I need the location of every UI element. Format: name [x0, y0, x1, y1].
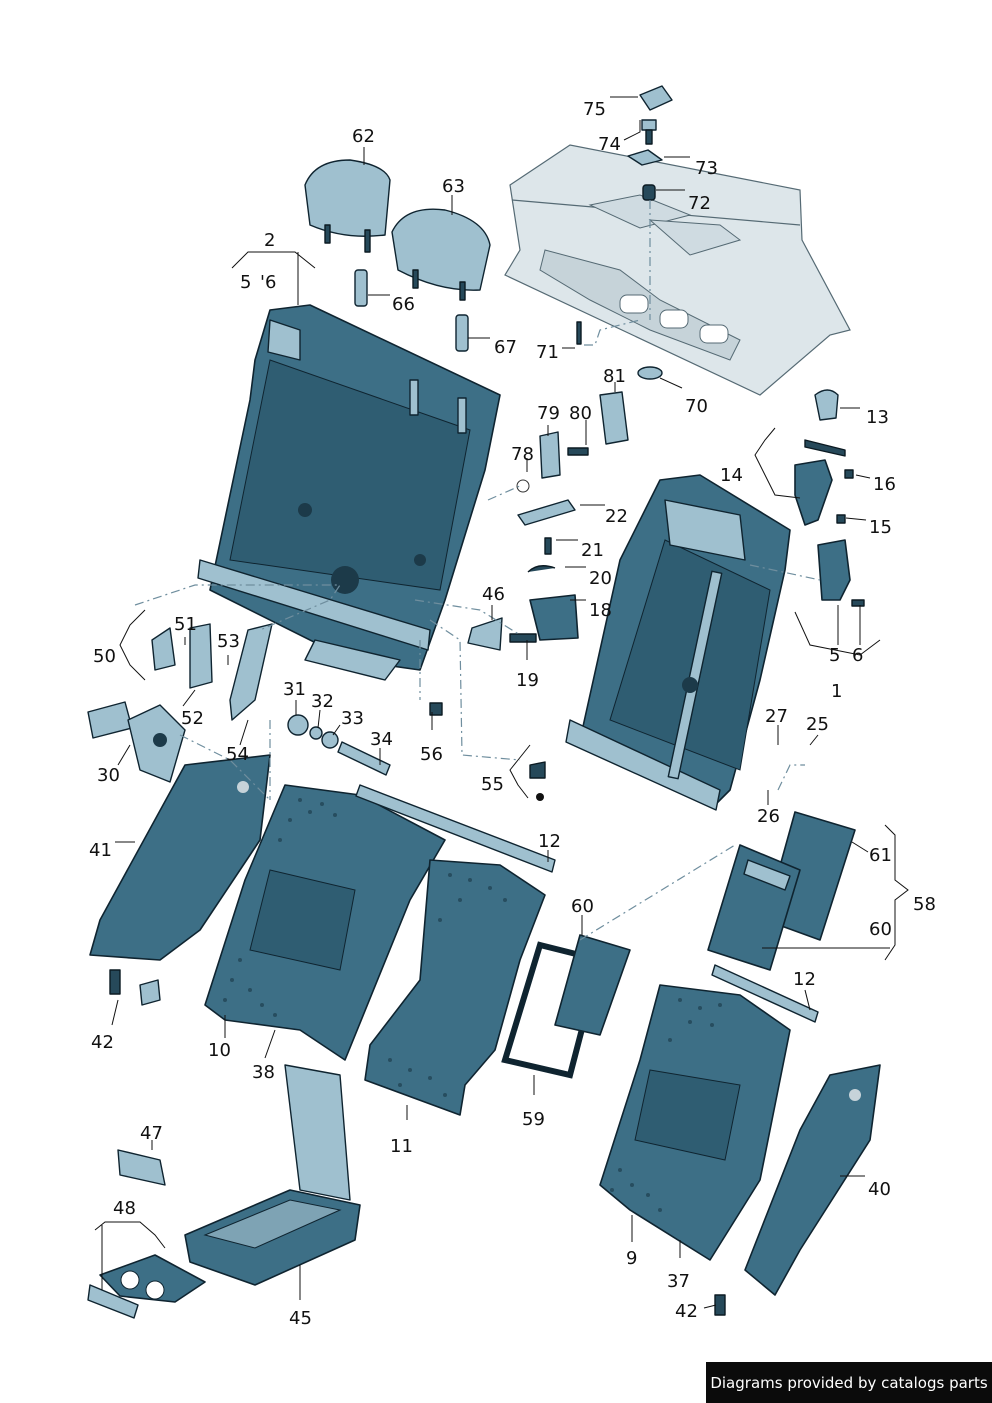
callout-27: 27	[765, 706, 788, 727]
callout-73: 73	[695, 158, 718, 179]
callout-15: 15	[869, 517, 892, 538]
callout-53: 53	[217, 631, 240, 652]
callout-12: 12	[538, 831, 561, 852]
callout-50: 50	[93, 646, 116, 667]
callout-60-right: 60	[869, 919, 892, 940]
callout-71: 71	[536, 342, 559, 363]
callout-74: 74	[598, 134, 621, 155]
callout-60: 60	[571, 896, 594, 917]
callout-58: 58	[913, 894, 936, 915]
callout-54: 54	[226, 744, 249, 765]
callout-45: 45	[289, 1308, 312, 1329]
callout-42-right: 42	[675, 1301, 698, 1322]
callout-75: 75	[583, 99, 606, 120]
callout-78: 78	[511, 444, 534, 465]
callout-59: 59	[522, 1109, 545, 1130]
callout-52: 52	[181, 708, 204, 729]
callout-22: 22	[605, 506, 628, 527]
callout-33: 33	[341, 708, 364, 729]
callout-46: 46	[482, 584, 505, 605]
callout-55: 55	[481, 774, 504, 795]
callout-32: 32	[311, 691, 334, 712]
center-small-parts	[429, 391, 629, 801]
armrest	[87, 1064, 361, 1319]
callout-5: 5	[240, 272, 251, 293]
passthrough-frame	[501, 934, 631, 1079]
callout-67: 67	[494, 337, 517, 358]
callout-6-right: 6	[852, 645, 863, 666]
callout-47: 47	[140, 1123, 163, 1144]
headrest-left	[304, 159, 391, 307]
callout-25: 25	[806, 714, 829, 735]
callout-9: 9	[626, 1248, 637, 1269]
callout-2: 2	[264, 230, 275, 251]
callout-16: 16	[873, 474, 896, 495]
callout-20: 20	[589, 568, 612, 589]
callout-61: 61	[869, 845, 892, 866]
callout-10: 10	[208, 1040, 231, 1061]
ski-bag	[707, 811, 856, 971]
callout-40: 40	[868, 1179, 891, 1200]
shelf-fasteners	[576, 85, 673, 380]
callout-37: 37	[667, 1271, 690, 1292]
callout-30: 30	[97, 765, 120, 786]
callout-41: 41	[89, 840, 112, 861]
callout-1: 1	[831, 681, 842, 702]
leader-lines	[94, 96, 909, 1309]
callout-6: '6	[260, 272, 276, 293]
side-trim-right	[714, 1064, 881, 1316]
seat-cushion-left	[204, 784, 556, 1061]
bolt-set	[287, 714, 391, 776]
connection-lines	[134, 319, 821, 941]
callout-63: 63	[442, 176, 465, 197]
callout-62: 62	[352, 126, 375, 147]
callout-38: 38	[252, 1062, 275, 1083]
callout-70: 70	[685, 396, 708, 417]
callout-56: 56	[420, 744, 443, 765]
callout-80: 80	[569, 403, 592, 424]
callout-11: 11	[390, 1136, 413, 1157]
callout-18: 18	[589, 600, 612, 621]
callout-5-right: 5	[829, 645, 840, 666]
callout-13: 13	[866, 407, 889, 428]
callout-66: 66	[392, 294, 415, 315]
left-small-parts	[87, 623, 273, 783]
side-trim-left	[89, 754, 271, 1006]
lock-parts-right	[794, 389, 865, 607]
callout-34: 34	[370, 729, 393, 750]
callout-51: 51	[174, 614, 197, 635]
callout-31: 31	[283, 679, 306, 700]
headrest-right	[391, 208, 491, 352]
parcel-shelf	[504, 144, 851, 396]
backrest-frame-right	[565, 474, 791, 811]
credit-text: Diagrams provided by catalogs parts	[710, 1373, 988, 1392]
seat-cushion-center	[364, 859, 546, 1116]
callout-19: 19	[516, 670, 539, 691]
callout-72: 72	[688, 193, 711, 214]
callout-81: 81	[603, 366, 626, 387]
callout-42: 42	[91, 1032, 114, 1053]
callout-labels: 75 74 73 72 62 63 2 5 '6 66 67 71 70 81 …	[89, 99, 936, 1329]
callout-21: 21	[581, 540, 604, 561]
backrest-frame-left	[197, 304, 501, 681]
callout-48: 48	[113, 1198, 136, 1219]
callout-12-right: 12	[793, 969, 816, 990]
seat-cushion-right	[599, 964, 819, 1261]
credit-banner: Diagrams provided by catalogs parts	[706, 1362, 992, 1403]
callout-14: 14	[720, 465, 743, 486]
callout-79: 79	[537, 403, 560, 424]
callout-26: 26	[757, 806, 780, 827]
